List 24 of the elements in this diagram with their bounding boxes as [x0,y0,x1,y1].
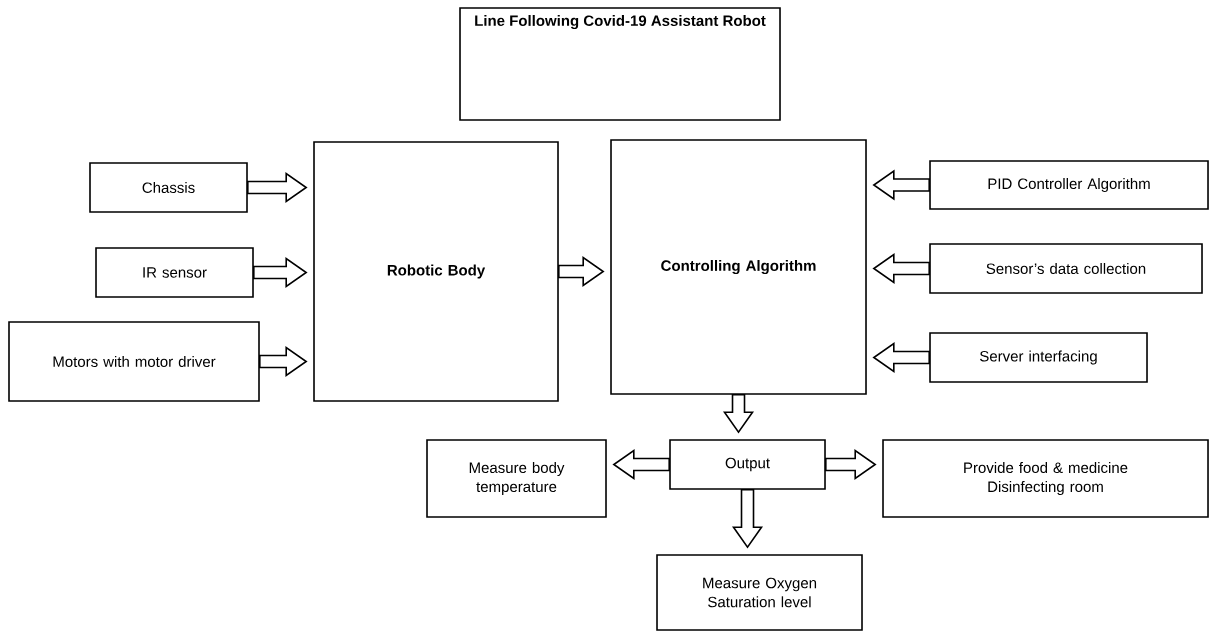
input-box: Chassis [89,162,248,213]
block-arrow [253,256,308,289]
output-box: Measure body temperature [426,439,607,518]
input-box: PID Controller Algorithm [929,160,1209,210]
block-box: Controlling Algorithm [610,139,867,395]
output-box: Provide food & medicine Disinfecting room [882,439,1209,518]
block-arrow [247,171,308,204]
title-box: Line Following Covid-19 Assistant Robot [459,7,781,121]
block-arrow [872,252,930,285]
block-arrow [872,169,930,201]
output-box: Measure Oxygen Saturation level [656,554,863,631]
block-arrow [558,255,605,288]
block-arrow [259,345,308,378]
output-box: Output [669,439,826,490]
input-box: IR sensor [95,247,254,298]
block-arrow [722,394,755,434]
input-box: Server interfacing [929,332,1148,383]
block-arrow [825,448,877,481]
input-box: Motors with motor driver [8,321,260,402]
block-arrow [872,341,930,374]
input-box: Sensor’s data collection [929,243,1203,294]
block-arrow [731,489,764,549]
block-arrow [612,448,670,481]
block-box: Robotic Body [313,141,559,402]
